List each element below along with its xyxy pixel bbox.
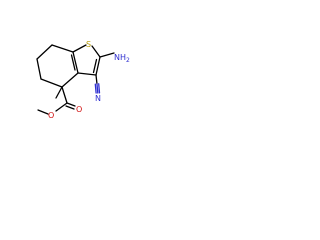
ester-o-atom-label: O — [48, 111, 54, 120]
nitrile-triple-bond-1 — [96, 83, 99, 94]
bond-c4-methyl — [55, 86, 63, 99]
bond-carbonyl-o-double-a — [66, 102, 76, 107]
bond-c7a-c7 — [51, 44, 74, 53]
amine-label-main: NH — [114, 53, 126, 62]
amine-label-subscript: 2 — [126, 57, 130, 64]
bond-c2-c3 — [95, 56, 101, 76]
bond-c2-nh2 — [99, 52, 115, 58]
amine-atom-label: NH2 — [114, 53, 130, 64]
bond-c6-c5 — [36, 58, 42, 80]
bond-c3-cn — [95, 74, 98, 85]
bond-c3-c3a — [77, 72, 97, 76]
bond-c3a-c7a-inner — [70, 54, 76, 71]
structure-canvas: S NH2 N O O — [0, 0, 152, 152]
molecule-structure: S NH2 N O O — [36, 40, 130, 120]
bond-carbonyl-o-double-b — [65, 105, 75, 110]
bond-c7-c6 — [36, 44, 53, 60]
carbonyl-o-atom-label: O — [76, 105, 82, 114]
bond-c4-c3a — [61, 72, 79, 88]
nitrile-n-atom-label: N — [95, 94, 101, 103]
bond-c5-c4 — [40, 78, 63, 88]
bond-c3a-c7a — [72, 51, 79, 74]
bond-c2-c3-inner — [92, 58, 98, 74]
nitrile-triple-bond-2 — [94, 83, 97, 94]
bond-c4-carbonyl — [61, 86, 68, 104]
bond-s-c2 — [91, 45, 101, 58]
bond-o-methyl — [37, 109, 49, 115]
nitrile-triple-bond-3 — [98, 83, 101, 94]
bond-c7a-s — [72, 44, 87, 53]
sulfur-atom-label: S — [86, 40, 91, 49]
bond-carbonyl-o-single — [55, 102, 68, 112]
